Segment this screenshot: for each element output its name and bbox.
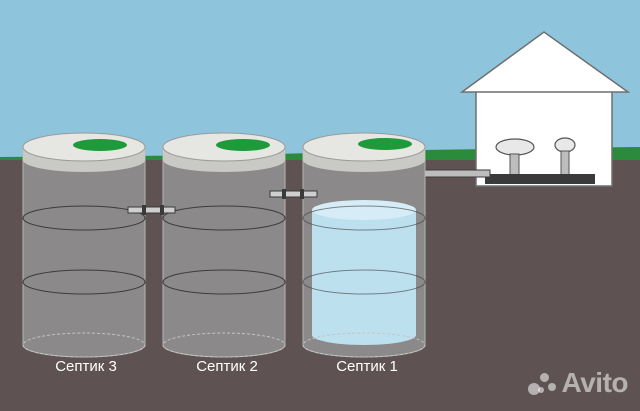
tank-2-label: Септик 2: [196, 358, 258, 375]
tank-3: [22, 132, 146, 358]
house: [459, 31, 631, 187]
avito-watermark: Avito: [527, 367, 629, 399]
water-level: [312, 210, 416, 345]
hatch-icon: [73, 139, 127, 151]
tank-3-label: Септик 3: [55, 358, 117, 375]
hatch-icon: [358, 138, 412, 150]
tank-2: [162, 132, 286, 358]
sink-icon: [554, 137, 576, 153]
avito-text: Avito: [561, 367, 629, 398]
avito-logo-icon: [527, 369, 558, 397]
toilet-icon: [495, 138, 535, 156]
pipe-tank1-tank2: [269, 189, 318, 199]
tank-1-label: Септик 1: [336, 358, 398, 375]
inlet-pipe: [414, 169, 491, 178]
hatch-icon: [216, 139, 270, 151]
pipe-tank2-tank3: [127, 205, 176, 215]
tank-1: [302, 132, 426, 358]
